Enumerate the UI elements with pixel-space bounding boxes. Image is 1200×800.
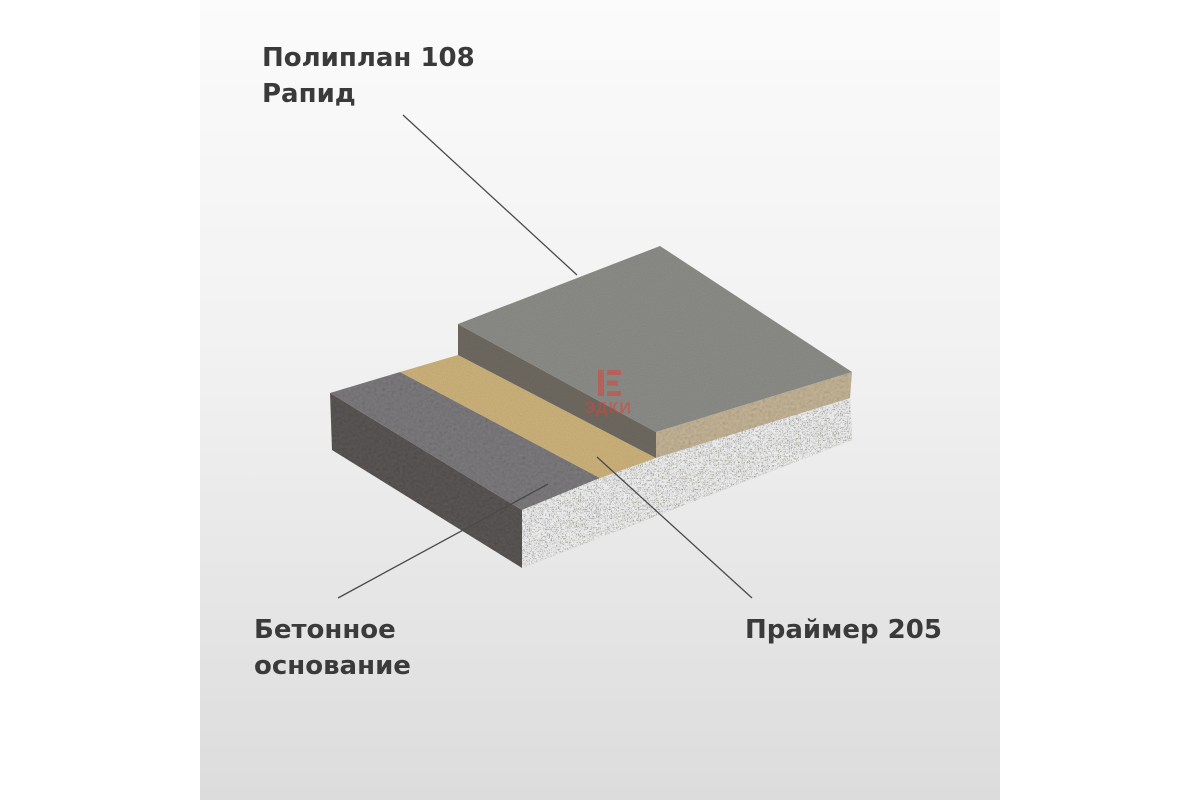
- watermark-logo: ЭДКИ: [548, 368, 668, 418]
- label-primer: Праймер 205: [745, 612, 942, 648]
- label-concrete-base: Бетонное основание: [254, 612, 411, 684]
- primer-layer: [400, 355, 656, 478]
- label-top-layer-line-1: Полиплан 108: [262, 43, 475, 73]
- watermark-text: ЭДКИ: [584, 400, 632, 417]
- watermark-logo-icon: [598, 370, 621, 396]
- label-primer-line-1: Праймер 205: [745, 615, 942, 645]
- label-top-layer-line-2: Рапид: [262, 79, 356, 109]
- top-coating-front-edge: [656, 372, 852, 458]
- concrete-base-top: [330, 372, 600, 510]
- label-top-layer: Полиплан 108 Рапид: [262, 40, 475, 112]
- leader-line-base: [337, 483, 549, 599]
- top-coating-left-edge: [458, 324, 656, 458]
- label-concrete-base-line-1: Бетонное: [254, 615, 396, 645]
- leader-line-primer: [596, 456, 753, 599]
- leader-line-top-layer: [402, 114, 578, 276]
- label-concrete-base-line-2: основание: [254, 651, 411, 681]
- concrete-base-front-side: [522, 398, 852, 568]
- top-coating-surface: [458, 246, 852, 432]
